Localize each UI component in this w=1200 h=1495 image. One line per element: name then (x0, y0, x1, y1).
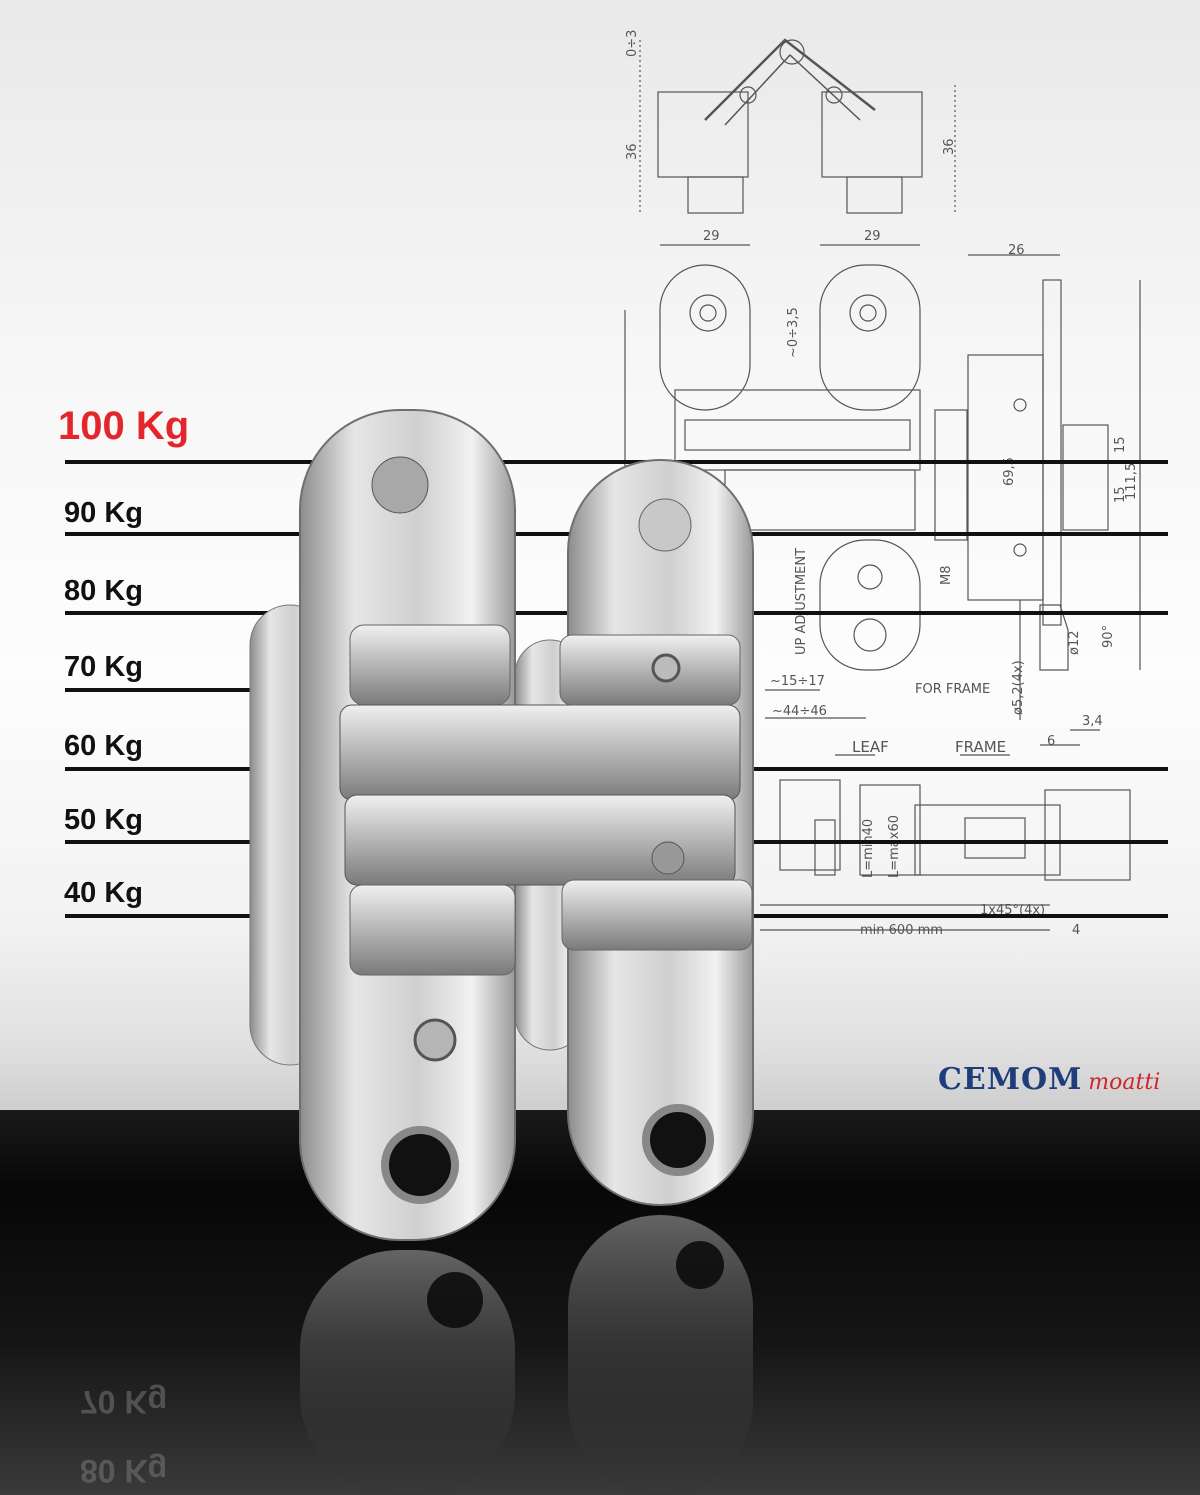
dim-3-4: 3,4 (1082, 714, 1103, 729)
weight-label-90: 90 Kg (64, 497, 143, 529)
weight-label-100: 100 Kg (58, 404, 190, 448)
dim-111-5: 111,5 (1124, 463, 1139, 500)
weight-label-50: 50 Kg (64, 804, 143, 836)
weight-line-70 (65, 688, 265, 692)
dim-69-5: 69,5 (1002, 457, 1017, 486)
technical-drawing: 29 29 26 69,5 111,5 15 15 36 36 0÷3 ~0÷3… (624, 30, 1141, 938)
brand-name: CEMOM (938, 1062, 1083, 1097)
dim-90-deg: 90° (1101, 625, 1116, 648)
dim-29-left: 29 (703, 229, 720, 244)
dim-44-46: ~44÷46 (772, 704, 827, 719)
dim-15-top: 15 (1113, 436, 1128, 453)
dim-l-min40: L=min40 (861, 819, 876, 878)
dim-12: ø12 (1067, 631, 1082, 656)
dim-5-2: ø5,2(4x) (1011, 660, 1026, 715)
dim-15-bottom: 15 (1113, 486, 1128, 503)
dim-4: 4 (1072, 923, 1080, 938)
dim-0-3-5: ~0÷3,5 (786, 307, 801, 358)
dim-26: 26 (1008, 243, 1025, 258)
weight-line-100 (65, 460, 1168, 464)
weight-label-60: 60 Kg (64, 730, 143, 762)
dim-15-17: ~15÷17 (770, 674, 825, 689)
dim-6: 6 (1047, 734, 1055, 749)
dim-36-left: 36 (625, 143, 640, 160)
dim-29-right: 29 (864, 229, 881, 244)
dim-min-600: min 600 mm (860, 923, 943, 938)
dim-36-right: 36 (942, 138, 957, 155)
label-leaf: LEAF (852, 738, 889, 756)
dim-l-max60: L=max60 (887, 815, 902, 878)
dim-0-3: 0÷3 (625, 30, 640, 57)
brand-script: moatti (1088, 1070, 1161, 1095)
weight-label-40: 40 Kg (64, 877, 143, 909)
weight-label-70: 70 Kg (64, 651, 143, 683)
dim-m8: M8 (939, 566, 954, 586)
label-frame: FRAME (955, 738, 1006, 756)
label-for-frame: FOR FRAME (915, 682, 990, 697)
label-up-adjustment: UP ADJUSTMENT (794, 548, 809, 655)
weight-label-80: 80 Kg (64, 575, 143, 607)
